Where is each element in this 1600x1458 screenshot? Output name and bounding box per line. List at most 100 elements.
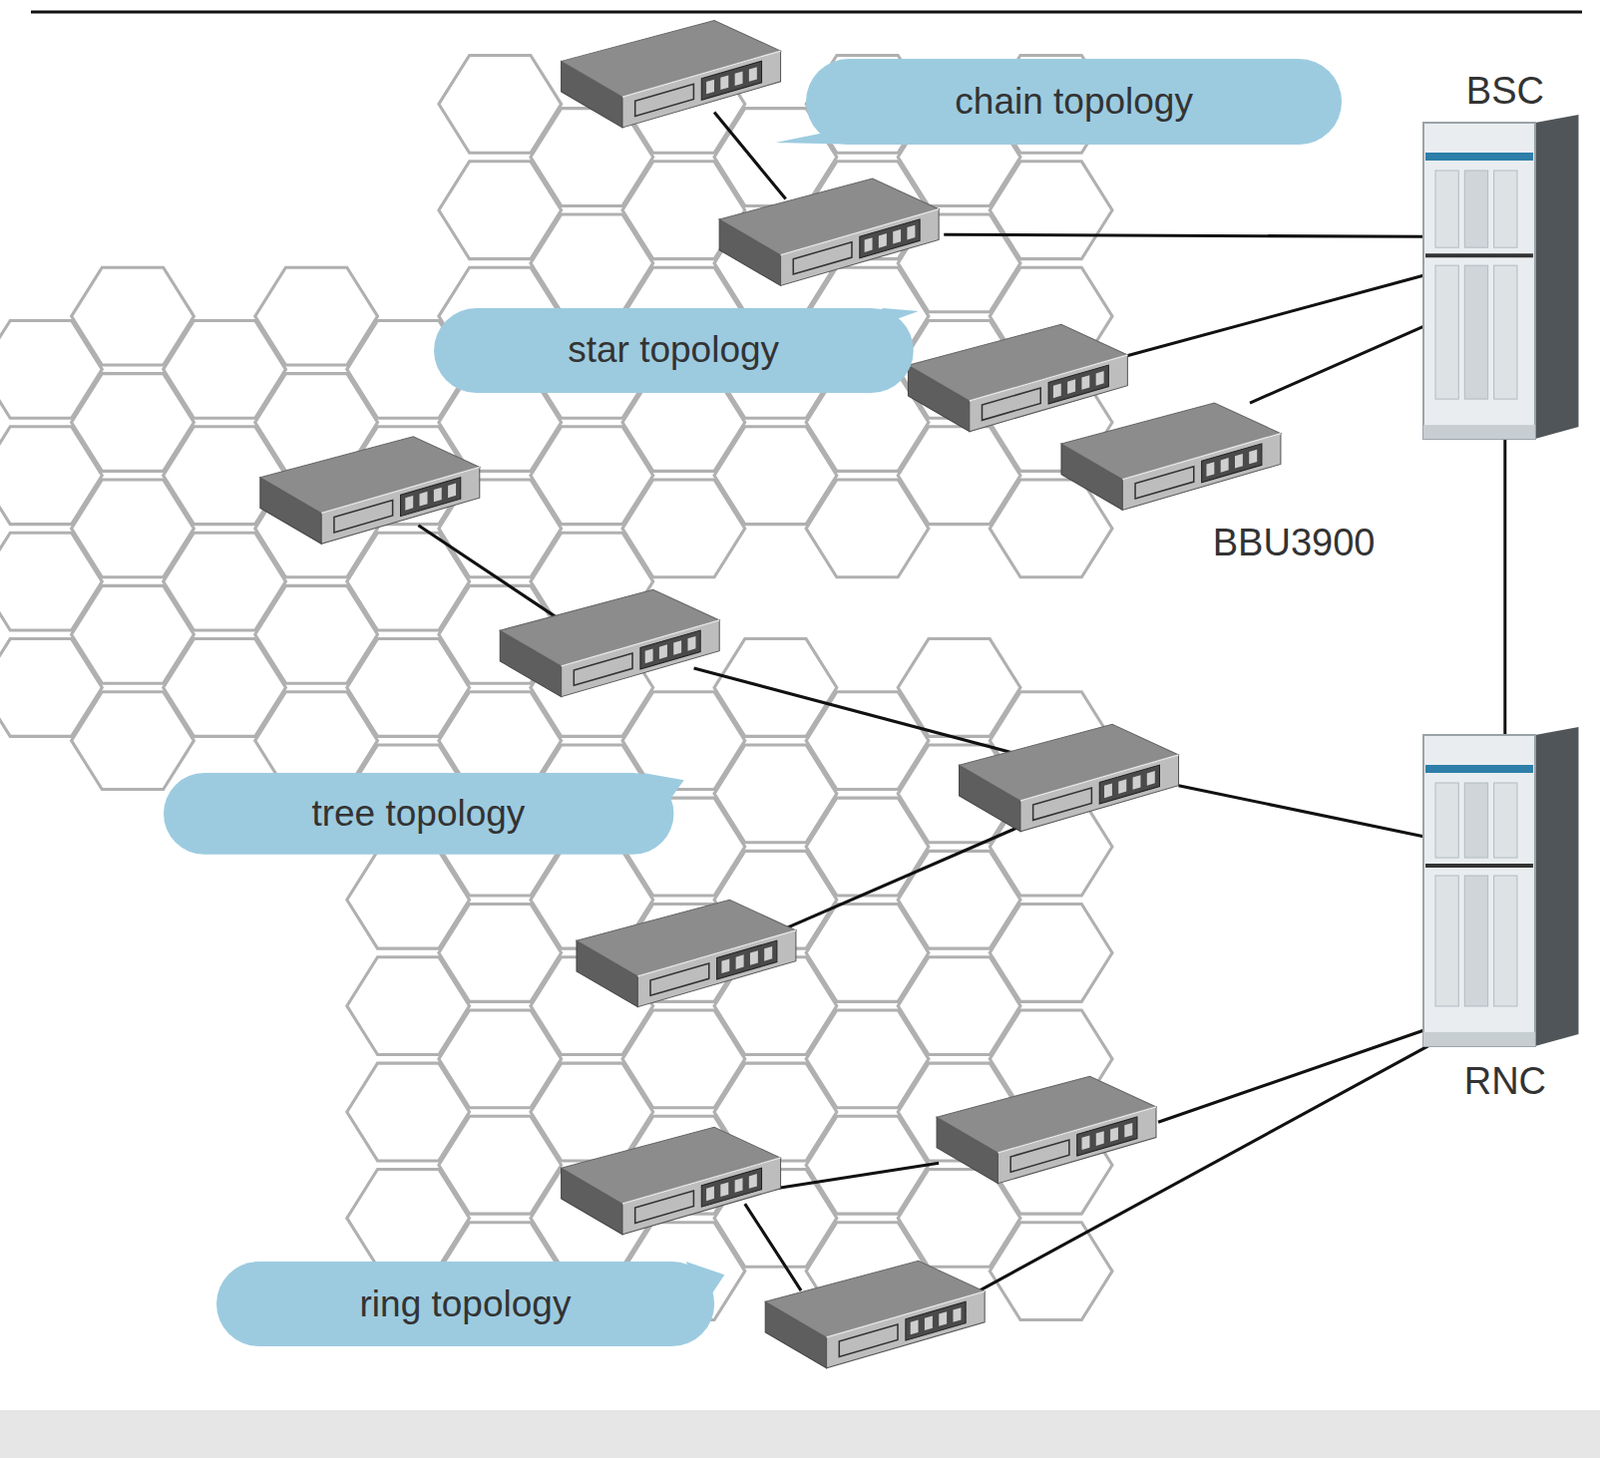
bbu-port: [1124, 1123, 1133, 1139]
cabinet-base: [1423, 1032, 1536, 1047]
bbu-panel: [981, 388, 1041, 420]
bbu-panel: [334, 500, 394, 533]
bbu-edge: [622, 1158, 782, 1204]
bbu-unit: [907, 324, 1128, 431]
bbu-port: [1133, 775, 1142, 791]
bbu-port: [721, 958, 730, 974]
bbu-edge: [321, 467, 480, 514]
cabinet-subrack: [1464, 783, 1488, 858]
bbu-front: [622, 1158, 782, 1235]
bbu-board: [701, 60, 762, 100]
bbu-panel: [1135, 466, 1195, 499]
link-lines: [417, 112, 1429, 1292]
bbu-port: [419, 491, 428, 507]
cell-hexagon: [0, 532, 102, 631]
bbu-unit: [561, 19, 782, 127]
cell-hexagon: [0, 639, 102, 738]
bbu-unit: [561, 1127, 782, 1234]
cabinet-front: [1423, 735, 1536, 1047]
callout-text: tree topology: [311, 793, 525, 835]
bbu-port: [687, 636, 696, 652]
bbu-board: [640, 630, 701, 670]
node-shape: [1423, 735, 1579, 1047]
controller-cabinet: BSC: [1423, 122, 1579, 439]
bbu-port: [433, 487, 442, 503]
bbu-edge: [997, 1107, 1157, 1154]
bbu-port: [735, 70, 744, 86]
bbu-board: [400, 477, 461, 517]
bbu-front: [826, 1291, 986, 1369]
bbu-port: [1096, 371, 1105, 387]
bbu-port: [659, 644, 668, 660]
bbu-panel: [838, 1324, 898, 1357]
topology-callout: star topology: [433, 308, 914, 394]
unit-label: BSC: [1466, 69, 1545, 113]
link-line: [775, 1163, 939, 1190]
bbu-port: [645, 648, 654, 664]
bbu-edge: [622, 50, 782, 97]
cabinet-subrack: [1494, 170, 1518, 248]
bbu-port: [1081, 375, 1090, 391]
cabinet-subrack: [1464, 265, 1488, 400]
cell-hexagon: [0, 426, 102, 525]
bbu-port: [706, 79, 715, 95]
bbu-port: [764, 946, 773, 962]
bbu-front: [781, 209, 940, 287]
bbu-port: [892, 229, 901, 245]
callout-bubble: [805, 58, 1342, 145]
cabinet-subrack: [1435, 783, 1459, 858]
bbu-port: [1118, 779, 1127, 795]
bbu-port: [1067, 379, 1076, 395]
footer-band: [0, 1410, 1600, 1458]
bbu-edge: [561, 620, 721, 667]
cabinet-subrack: [1464, 170, 1488, 248]
bbu-port: [938, 1311, 947, 1327]
bbu-edge: [1122, 433, 1281, 480]
bbu-board: [1099, 765, 1160, 804]
bbu-edge: [1020, 755, 1180, 801]
bbu-units: [260, 19, 1180, 1368]
topology-callout: ring topology: [216, 1261, 715, 1347]
cell-hexagon: [989, 1222, 1113, 1321]
bbu-port: [1205, 461, 1214, 477]
bbu-unit: [959, 724, 1180, 831]
bbu-port: [1082, 1135, 1091, 1151]
bbu-port: [673, 640, 682, 656]
link-line: [1249, 326, 1424, 403]
bbu-unit: BBU3900: [1061, 402, 1281, 510]
link-line: [1503, 438, 1507, 736]
bbu-unit: [765, 1260, 985, 1368]
bbu-panel: [793, 242, 852, 275]
bbu-unit: [936, 1076, 1157, 1184]
topology-callout: chain topology: [805, 58, 1342, 145]
cell-hexagon: [989, 161, 1113, 260]
bbu-panel: [650, 963, 710, 996]
cabinet-subrack: [1435, 170, 1459, 248]
cell-hexagon: [989, 479, 1113, 578]
bbu-front: [997, 1107, 1157, 1185]
node-shape: [1061, 402, 1281, 510]
bbu-board: [1077, 1117, 1138, 1157]
callout-text: star topology: [567, 329, 780, 372]
link-line: [417, 525, 556, 618]
bbu-board: [859, 219, 920, 259]
top-rule: [30, 10, 1583, 14]
bbu-board: [701, 1168, 762, 1207]
link-line: [1179, 786, 1425, 837]
bbu-port: [1248, 449, 1257, 465]
link-line: [786, 826, 1021, 929]
bbu-port: [1220, 457, 1229, 473]
bbu-unit: [260, 436, 480, 544]
bbu-port: [910, 1320, 919, 1336]
bbu-board: [1048, 365, 1109, 404]
cabinet-subrack: [1464, 875, 1488, 1007]
bbu-port: [878, 233, 887, 249]
bbu-board: [905, 1301, 966, 1341]
cabinet-base: [1423, 424, 1536, 439]
bbu-port: [1147, 771, 1156, 787]
bbu-panel: [635, 1191, 695, 1223]
bbu-panel: [1010, 1140, 1070, 1173]
bbu-port: [720, 1182, 729, 1198]
bbu-port: [906, 225, 915, 241]
